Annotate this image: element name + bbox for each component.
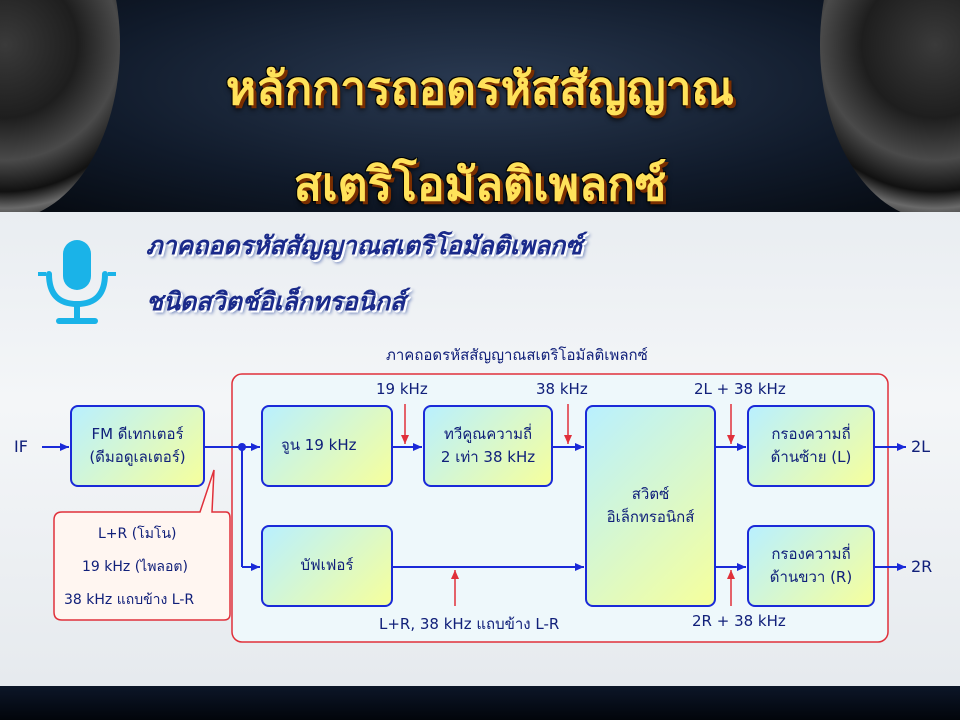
decoder-group-box	[231, 373, 889, 643]
filter-right-sublabel: ด้านขวา (R)	[769, 568, 853, 586]
fm-detector-sublabel: (ดีมอดูเลเตอร์)	[89, 448, 186, 466]
doubler-sublabel: 2 เท่า 38 kHz	[440, 448, 536, 466]
footer-bar	[0, 686, 960, 720]
callout-line2: 19 kHz (ไพลอต)	[82, 559, 188, 575]
fm-detector-label: FM ดีเทกเตอร์	[91, 424, 184, 443]
subheading-line2: ชนิดสวิตช์อิเล็กทรอนิกส์	[146, 287, 406, 316]
page-title-line1: หลักการถอดรหัสสัญญาณ	[225, 61, 735, 115]
microphone-icon	[38, 240, 116, 324]
block-frequency-doubler: ทวีคูณความถี่ 2 เท่า 38 kHz	[423, 405, 553, 487]
output-label-2r: 2R	[911, 557, 933, 576]
tuning-label: จูน 19 kHz	[281, 436, 357, 455]
label-38khz: 38 kHz	[536, 380, 588, 398]
label-2r-38khz: 2R + 38 kHz	[692, 612, 786, 630]
doubler-label: ทวีคูณความถี่	[443, 424, 533, 443]
input-label-if: IF	[14, 437, 28, 456]
diagram-group-label: ภาคถอดรหัสสัญญาณสเตริโอมัลติเพลกซ์	[386, 346, 648, 364]
header-banner: หลักการถอดรหัสสัญญาณ สเตริโอมัลติเพลกซ์	[0, 0, 960, 212]
switch-label: สวิตซ์	[631, 484, 670, 503]
callout-line1: L+R (โมโน)	[98, 526, 177, 542]
subheading-line1: ภาคถอดรหัสสัญญาณสเตริโอมัลติเพลกซ์	[146, 231, 583, 260]
callout-box	[53, 469, 231, 621]
filter-left-sublabel: ด้านซ้าย (L)	[770, 448, 852, 466]
filter-left-label: กรองความถี่	[771, 424, 851, 443]
callout-line3: 38 kHz แถบข้าง L-R	[64, 592, 195, 608]
output-label-2l: 2L	[911, 437, 931, 456]
buffer-label: บัฟเฟอร์	[300, 556, 354, 575]
block-fm-detector: FM ดีเทกเตอร์ (ดีมอดูเลเตอร์)	[70, 405, 205, 487]
block-buffer: บัฟเฟอร์	[261, 525, 393, 607]
label-19khz: 19 kHz	[376, 380, 428, 398]
label-2l-38khz: 2L + 38 kHz	[694, 380, 786, 398]
page-title-line2: สเตริโอมัลติเพลกซ์	[293, 157, 667, 211]
filter-right-label: กรองความถี่	[771, 544, 851, 563]
block-electronic-switch: สวิตซ์ อิเล็กทรอนิกส์	[585, 405, 716, 607]
block-filter-left: กรองความถี่ ด้านซ้าย (L)	[747, 405, 875, 487]
block-filter-right: กรองความถี่ ด้านขวา (R)	[747, 525, 875, 607]
block-tuning-19khz: จูน 19 kHz	[261, 405, 393, 487]
label-buffer-output: L+R, 38 kHz แถบข้าง L-R	[379, 615, 560, 633]
switch-sublabel: อิเล็กทรอนิกส์	[606, 508, 695, 526]
